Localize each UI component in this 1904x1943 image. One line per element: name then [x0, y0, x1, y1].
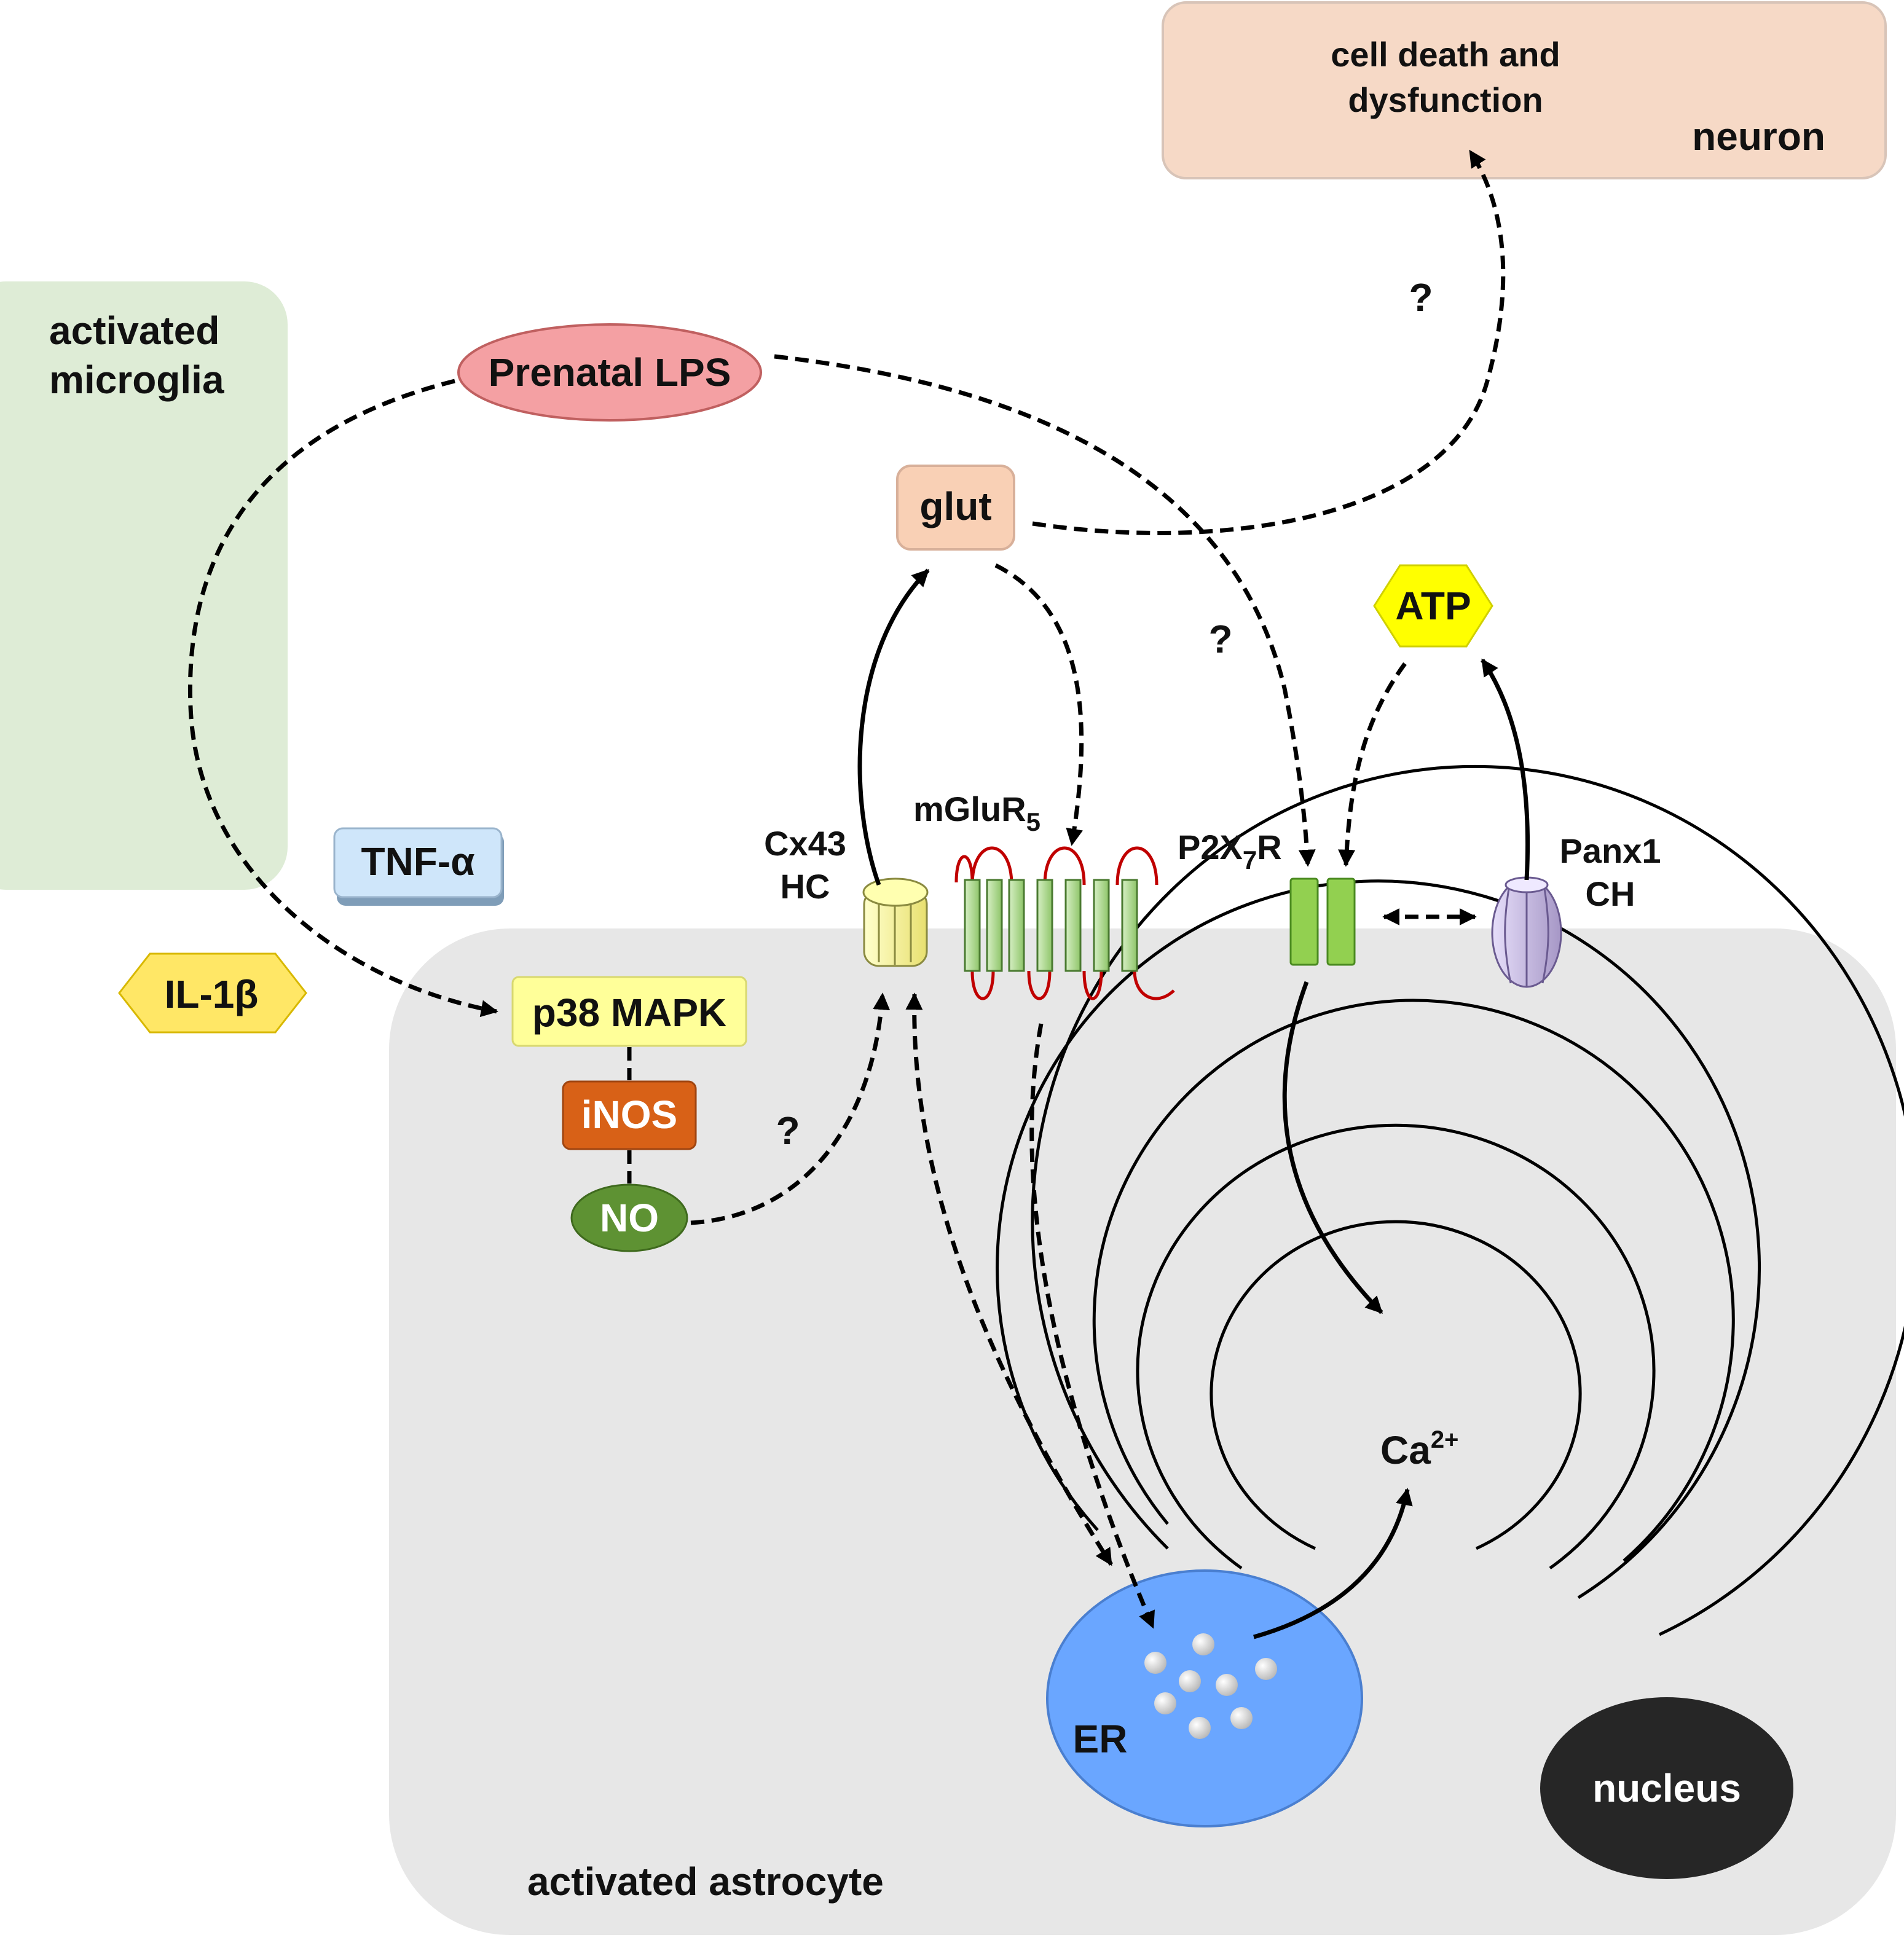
microglia-label-line1: activated: [49, 308, 219, 353]
p2x7r-label: P2X7R: [1178, 828, 1282, 874]
prenatal-lps-node: Prenatal LPS: [457, 323, 762, 422]
no-node: NO: [570, 1183, 688, 1252]
calcium-dot: [1144, 1652, 1166, 1674]
nucleus-ellipse: [1540, 1697, 1793, 1879]
panx1-to-atp-arrow: [1481, 658, 1530, 881]
atp-label: ATP: [1395, 584, 1471, 628]
lps-to-p2x7r-arrow: [774, 354, 1316, 867]
mglur5-to-er-arrow: [1029, 1023, 1155, 1629]
mglur5-receptor: mGluR5: [913, 790, 1175, 1000]
il1b-hexagon: [118, 952, 307, 1034]
microglia-label-line2: microglia: [49, 358, 224, 402]
calcium-label: Ca2+: [1380, 1426, 1458, 1472]
atp-hexagon-body: [1373, 564, 1493, 648]
question-mark-neuron: ?: [1409, 275, 1433, 320]
ion-channel-icon: [1289, 877, 1356, 966]
er-node: ER: [1046, 1569, 1363, 1827]
prenatal-lps-ellipse: [457, 323, 762, 422]
panx1-label-line1: Panx1: [1560, 831, 1661, 870]
p38-mapk-node: p38 MAPK: [511, 976, 747, 1047]
calcium-wave-arc-2: [1136, 1123, 1656, 1570]
panx1-label-line2: CH: [1586, 874, 1635, 913]
no-ellipse: [570, 1183, 688, 1252]
calcium-wave-arc-1: [1210, 1220, 1582, 1550]
prenatal-lps-label: Prenatal LPS: [489, 350, 731, 394]
question-mark-p2x7r: ?: [1208, 617, 1232, 661]
inos-node: iNOS: [562, 1080, 697, 1150]
glut-to-mglur5-arrow: [994, 563, 1084, 846]
astrocyte-cell: activated astrocyte: [385, 925, 1900, 1939]
tnf-box: [333, 827, 503, 898]
tnf-node: TNF-α: [333, 827, 504, 906]
calcium-store-dots: [1144, 1633, 1277, 1739]
cx43-hemichannel: Cx43 HC: [764, 824, 929, 967]
neuron-label: neuron: [1692, 114, 1825, 159]
p2x7-receptor: P2X7R: [1178, 828, 1356, 966]
no-label: NO: [600, 1196, 659, 1240]
p38-mapk-box: [511, 976, 747, 1047]
astrocyte-label: activated astrocyte: [527, 1859, 884, 1904]
glut-label: glut: [919, 484, 991, 528]
er-ellipse: [1046, 1569, 1363, 1827]
pannexin-channel-icon: [1491, 876, 1562, 988]
astrocyte-box: [385, 925, 1900, 1939]
microglia-cell: activated microglia: [0, 281, 288, 890]
calcium-dot: [1216, 1674, 1238, 1696]
p38-mapk-label: p38 MAPK: [532, 991, 727, 1035]
inos-label: iNOS: [581, 1093, 677, 1137]
neuron-box: [1162, 1, 1887, 179]
il1b-label: IL-1β: [165, 972, 259, 1016]
lps-to-p38-arrow: [187, 379, 498, 1018]
cx43-label-line2: HC: [781, 867, 830, 906]
inos-box: [562, 1080, 697, 1150]
seven-transmembrane-receptor-icon: [954, 846, 1175, 1000]
calcium-dot: [1154, 1692, 1176, 1714]
calcium-dot: [1192, 1633, 1214, 1655]
pathway-arrows: [187, 149, 1530, 1639]
cx43-label-line1: Cx43: [764, 824, 846, 863]
nucleus-node: nucleus: [1540, 1697, 1793, 1879]
calcium-dot: [1179, 1670, 1201, 1692]
er-to-calcium-arrow: [1253, 1488, 1413, 1639]
glut-node: glut: [896, 465, 1015, 551]
cx43-to-glut-arrow: [857, 568, 930, 886]
neuron-cell: neuron cell death and dysfunction: [1162, 1, 1887, 179]
mglur5-label: mGluR5: [913, 790, 1041, 836]
nucleus-label: nucleus: [1592, 1766, 1741, 1810]
il1b-node: IL-1β: [118, 952, 307, 1034]
atp-node: ATP: [1373, 564, 1493, 648]
neuron-effect-line1: cell death and: [1331, 35, 1560, 74]
glut-box: [896, 465, 1015, 551]
er-label: ER: [1073, 1717, 1128, 1761]
glut-to-neuron-arrow: [1032, 149, 1506, 535]
p2x7r-to-calcium-arrow: [1282, 981, 1383, 1314]
neuron-effect-line2: dysfunction: [1348, 80, 1543, 119]
atp-to-p2x7r-arrow: [1338, 662, 1407, 867]
calcium-dot: [1189, 1717, 1211, 1739]
hemichannel-icon: [862, 877, 929, 967]
cx43-er-arrow: [905, 992, 1113, 1566]
no-to-cx43-arrow: [690, 992, 891, 1225]
tnf-label: TNF-α: [361, 839, 474, 884]
microglia-box: [0, 281, 288, 890]
calcium-dot: [1255, 1658, 1277, 1680]
calcium-dot: [1230, 1707, 1253, 1729]
question-mark-no: ?: [776, 1109, 800, 1153]
